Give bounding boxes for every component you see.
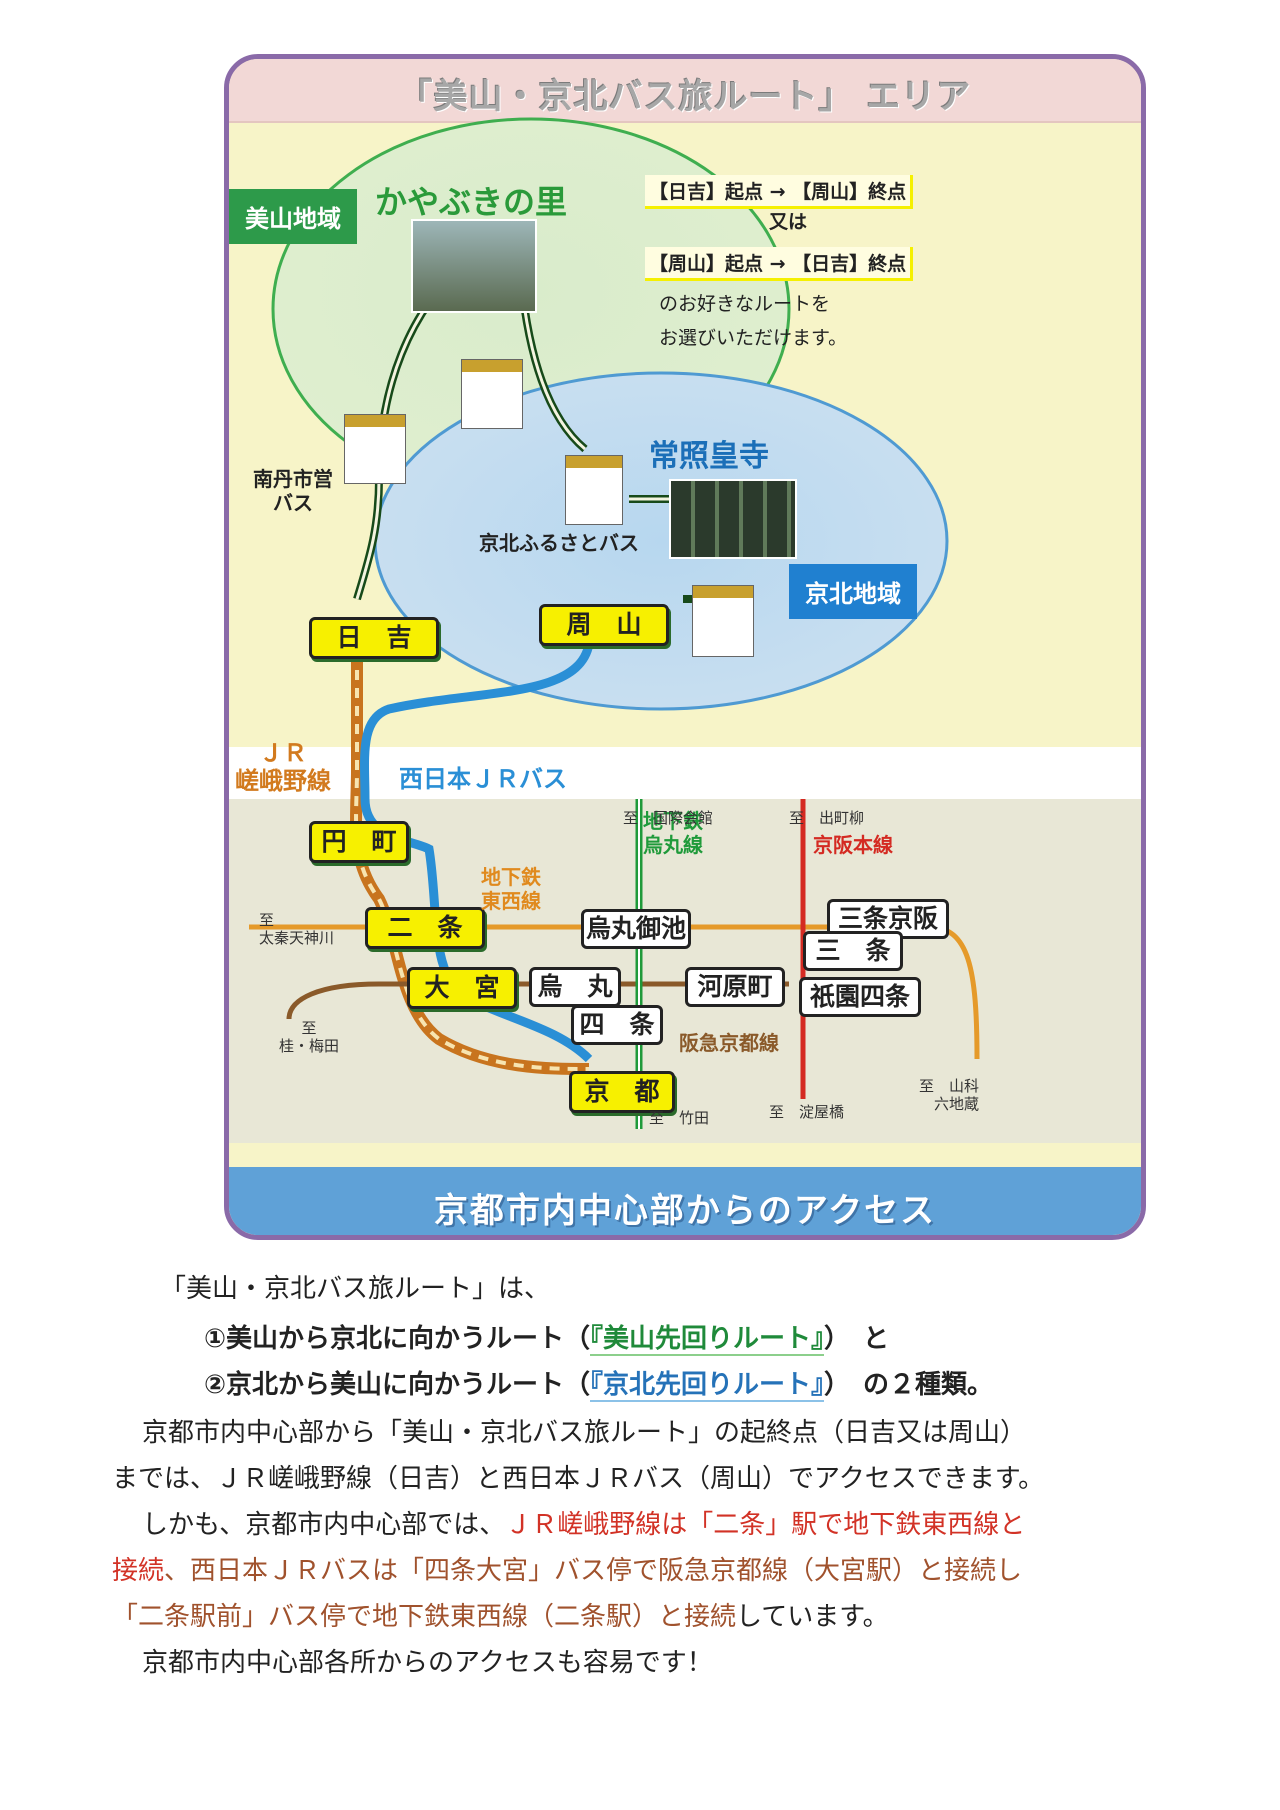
desc-line-5: までは、ＪＲ嵯峨野線（日吉）と西日本ＪＲバス（周山）でアクセスできます。 bbox=[112, 1464, 1045, 1494]
keihoku-route-name: 『京北先回りルート』 bbox=[590, 1370, 825, 1402]
desc-red-text: 接続 bbox=[112, 1556, 165, 1586]
dest-kokusai: 至 国際会館 bbox=[623, 809, 714, 827]
desc-text: ） と bbox=[824, 1324, 890, 1354]
desc-line-7: 接続、西日本ＪＲバスは「四条大宮」バス停で阪急京都線（大宮駅）と接続し bbox=[112, 1550, 1022, 1592]
hankyu-line-label: 阪急京都線 bbox=[679, 1031, 779, 1055]
map-frame: 「美山・京北バス旅ルート」 エリア bbox=[224, 54, 1146, 1240]
nishinihon-bus-label: 西日本ＪＲバス bbox=[399, 765, 567, 793]
route-option-1: 【日吉】起点 → 【周山】終点 bbox=[645, 175, 914, 209]
bus-stop-sign bbox=[692, 585, 754, 657]
kayabuki-area-label: かやぶきの里 bbox=[375, 183, 568, 221]
station-shuzan: 周 山 bbox=[539, 604, 669, 646]
station-karasuma-oike: 烏丸御池 bbox=[581, 909, 691, 949]
bus-stop-sign bbox=[344, 414, 406, 484]
dest-demachi: 至 出町柳 bbox=[789, 809, 865, 827]
jyosho-area-label: 常照皇寺 bbox=[649, 439, 769, 474]
furusato-bus-label: 京北ふるさとバス bbox=[479, 531, 639, 555]
desc-line-2: ①美山から京北に向かうルート（『美山先回りルート』） と bbox=[204, 1318, 889, 1360]
desc-line-6: しかも、京都市内中心部では、ＪＲ嵯峨野線は「二条」駅で地下鉄東西線と bbox=[142, 1504, 1025, 1546]
hankyu-line bbox=[286, 981, 789, 1020]
desc-brown-text: 、西日本ＪＲバスは「四条大宮」バス停で阪急京都線（大宮駅）と接続し bbox=[164, 1556, 1023, 1586]
keihoku-region-label: 京北地域 bbox=[789, 564, 917, 619]
dest-uzumasa: 至 太秦天神川 bbox=[259, 911, 335, 947]
dest-yodoyabashi: 至 淀屋橋 bbox=[769, 1103, 845, 1121]
karasuma-line-label: 地下鉄 烏丸線 bbox=[643, 809, 703, 857]
miyama-region-label: 美山地域 bbox=[229, 189, 357, 244]
dest-katsura: 至 桂・梅田 bbox=[279, 1019, 340, 1055]
station-hiyoshi: 日 吉 bbox=[309, 617, 439, 659]
station-shijo: 四 条 bbox=[571, 1005, 663, 1045]
dest-yamashina: 至 山科 六地蔵 bbox=[919, 1077, 980, 1113]
keihan-line-label: 京阪本線 bbox=[813, 833, 893, 857]
kayabuki-photo bbox=[411, 219, 537, 313]
access-title: 京都市内中心部からのアクセス bbox=[433, 1191, 937, 1231]
bus-stop-sign bbox=[461, 359, 523, 429]
desc-red-text: ＪＲ嵯峨野線は「二条」駅で地下鉄東西線と bbox=[505, 1510, 1026, 1540]
station-omiya: 大 宮 bbox=[407, 967, 517, 1009]
route-option-or: 又は bbox=[769, 211, 808, 233]
desc-line-4: 京都市内中心部から「美山・京北バス旅ルート」の起終点（日吉又は周山） bbox=[142, 1418, 1027, 1448]
station-kawaramachi: 河原町 bbox=[685, 967, 785, 1007]
desc-line-9: 京都市内中心部各所からのアクセスも容易です！ bbox=[142, 1648, 713, 1678]
station-kyoto: 京 都 bbox=[569, 1071, 675, 1113]
route-note-2: お選びいただけます。 bbox=[659, 327, 848, 349]
access-bar: 京都市内中心部からのアクセス bbox=[229, 1167, 1141, 1235]
station-enmachi: 円 町 bbox=[309, 821, 409, 863]
map-title-bar: 「美山・京北バス旅ルート」 エリア bbox=[229, 59, 1141, 123]
nantan-bus-label: 南丹市営 バス bbox=[253, 467, 333, 515]
jyosho-photo bbox=[669, 479, 797, 559]
desc-text: ①美山から京北に向かうルート（ bbox=[204, 1324, 591, 1354]
desc-text: しかも、京都市内中心部では、 bbox=[142, 1510, 506, 1540]
dest-takeda: 至 竹田 bbox=[649, 1109, 710, 1127]
station-sanjo: 三 条 bbox=[803, 931, 903, 971]
desc-brown-text: 「二条駅前」バス停で地下鉄東西線（二条駅）と接続 bbox=[112, 1602, 737, 1632]
jr-sagano-label: ＪＲ 嵯峨野線 bbox=[235, 739, 331, 795]
station-gion-shijo: 祇園四条 bbox=[799, 977, 921, 1017]
white-band bbox=[229, 747, 1141, 799]
station-nijo: 二 条 bbox=[365, 907, 485, 949]
miyama-route-name: 『美山先回りルート』 bbox=[590, 1324, 825, 1356]
desc-line-8: 「二条駅前」バス停で地下鉄東西線（二条駅）と接続しています。 bbox=[112, 1596, 889, 1638]
station-karasuma: 烏 丸 bbox=[529, 967, 621, 1007]
route-note-1: のお好きなルートを bbox=[659, 293, 831, 315]
desc-text: しています。 bbox=[736, 1602, 889, 1632]
map-title: 「美山・京北バス旅ルート」 エリア bbox=[398, 77, 972, 117]
desc-text: ） の２種類。 bbox=[824, 1370, 994, 1400]
desc-text: ②京北から美山に向かうルート（ bbox=[204, 1370, 591, 1400]
tozai-line-label: 地下鉄 東西線 bbox=[481, 865, 541, 913]
route-option-2: 【周山】起点 → 【日吉】終点 bbox=[645, 247, 914, 281]
desc-line-3: ②京北から美山に向かうルート（『京北先回りルート』） の２種類。 bbox=[204, 1364, 993, 1406]
desc-text: 「美山・京北バス旅ルート」は、 bbox=[160, 1274, 551, 1304]
desc-line-1: 「美山・京北バス旅ルート」は、 bbox=[160, 1268, 550, 1310]
bus-stop-sign bbox=[565, 455, 623, 525]
